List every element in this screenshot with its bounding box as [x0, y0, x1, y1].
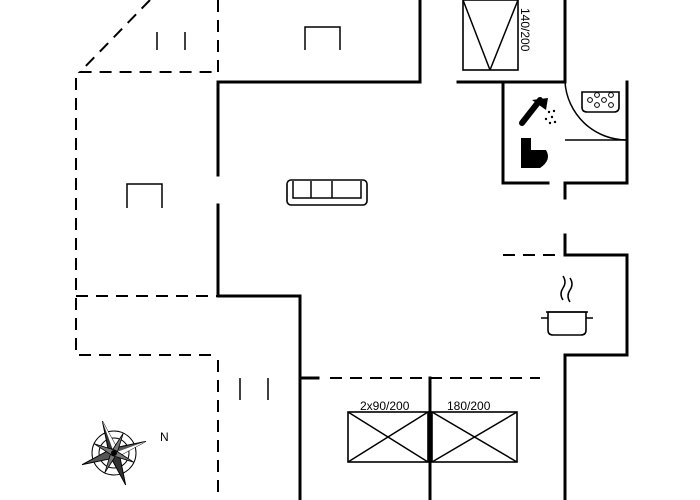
cooking-pot-icon — [541, 275, 593, 336]
shower-icon — [519, 97, 557, 126]
bed-top — [462, 0, 519, 71]
bed-bottom-left-label: 2x90/200 — [360, 399, 410, 413]
bathtub-icon — [581, 91, 620, 113]
window-marks — [156, 32, 269, 400]
bed-bottom-left — [347, 411, 429, 463]
dashed-outlines — [75, 0, 560, 500]
toilet-icon — [521, 138, 548, 168]
table-left-room — [126, 183, 163, 208]
bed-top-label: 140/200 — [518, 8, 532, 52]
compass-north-label: N — [160, 430, 169, 444]
compass-rose-icon — [81, 420, 147, 486]
door-swing — [564, 81, 628, 141]
table-top-room — [304, 26, 341, 50]
bed-bottom-right — [431, 411, 518, 463]
bed-bottom-right-label: 180/200 — [447, 399, 491, 413]
sofa-icon — [286, 179, 368, 206]
